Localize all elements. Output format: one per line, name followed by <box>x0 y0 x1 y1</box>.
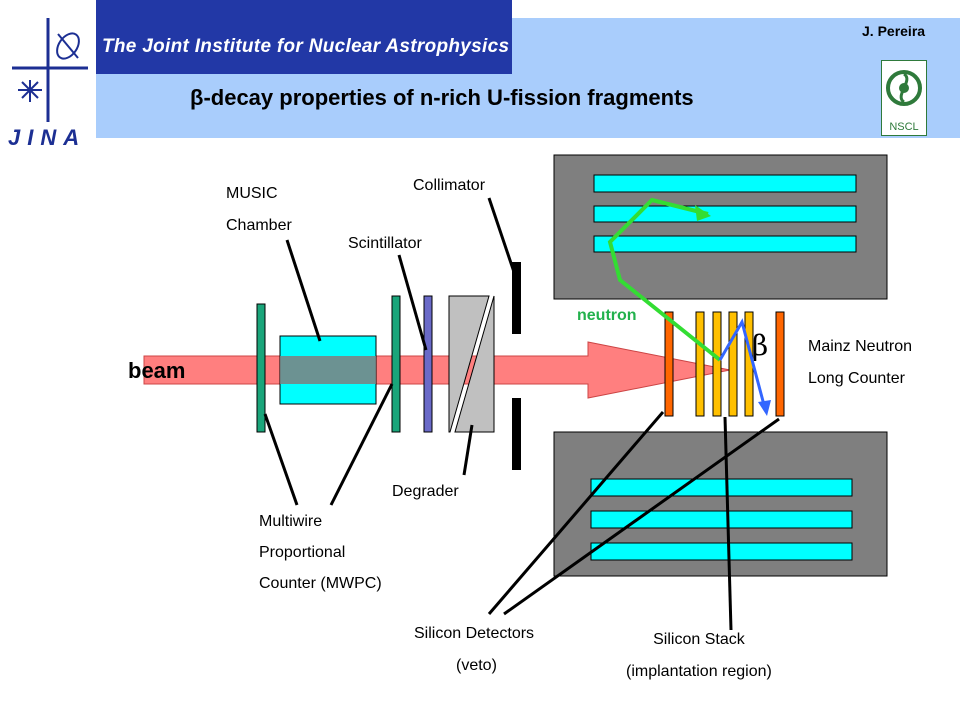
mwpc-label-line3: Counter (MWPC) <box>259 575 382 592</box>
pointer-scintillator <box>397 254 428 351</box>
music-chamber-beam-window <box>280 356 376 384</box>
pointer-music <box>285 239 322 342</box>
beam-arrow <box>143 341 731 399</box>
music-chamber-label: MUSIC Chamber <box>226 178 292 242</box>
he3-tube <box>593 235 857 253</box>
slide-title: β-decay properties of n-rich U-fission f… <box>190 85 694 111</box>
he3-tube <box>593 174 857 193</box>
pointer-mwpc <box>329 383 394 506</box>
silicon-veto-detector <box>775 311 785 417</box>
collimator-upper-jaw <box>512 262 521 334</box>
jina-logo <box>12 18 88 122</box>
music-label-line2: Chamber <box>226 217 292 234</box>
he3-tube <box>590 510 853 529</box>
nscl-logo-text: NSCL <box>889 121 918 133</box>
scintillator-label: Scintillator <box>348 235 422 252</box>
collimator-lower-jaw <box>512 398 521 470</box>
collimator-label: Collimator <box>413 177 486 194</box>
silicon-detectors-line1: Silicon Detectors <box>414 625 535 642</box>
beta-label: β <box>752 329 769 362</box>
institute-banner <box>96 0 512 74</box>
pointer-degrader <box>462 424 474 476</box>
beam-label: beam <box>128 358 186 383</box>
jina-logo-text: JINA <box>8 125 87 150</box>
he3-tube <box>593 205 857 223</box>
mwpc-detector <box>391 295 401 433</box>
silicon-stack-line1: Silicon Stack <box>653 631 745 648</box>
pointer-silicon-veto <box>503 417 780 616</box>
mainz-label-line2: Long Counter <box>808 370 905 387</box>
degrader-label: Degrader <box>392 483 459 500</box>
degrader-wedge <box>448 295 490 433</box>
silicon-stack-detector <box>712 311 722 417</box>
silicon-detectors-label: Silicon Detectors (veto) <box>414 618 534 682</box>
silicon-veto-detector <box>664 311 674 417</box>
beta-track-arrowhead <box>758 400 771 416</box>
beta-track <box>718 318 766 406</box>
scintillator <box>423 295 433 433</box>
mainz-counter-label: Mainz Neutron Long Counter <box>808 331 912 395</box>
silicon-detectors-line2: (veto) <box>456 657 497 674</box>
mainz-label-line1: Mainz Neutron <box>808 338 913 355</box>
title-text: -decay properties of n-rich U-fission fr… <box>203 85 694 110</box>
mwpc-label: Multiwire Proportional Counter (MWPC) <box>259 506 382 599</box>
he3-tube <box>590 478 853 497</box>
mwpc-label-line1: Multiwire <box>259 513 323 530</box>
title-beta-symbol: β <box>190 85 204 110</box>
music-label-line1: MUSIC <box>226 185 278 202</box>
mwpc-label-line2: Proportional <box>259 544 346 561</box>
he3-tube <box>590 542 853 561</box>
nscl-logo: NSCL <box>881 60 927 136</box>
degrader-wedge <box>454 295 495 433</box>
silicon-stack-detector <box>695 311 705 417</box>
pointer-mwpc <box>263 413 299 506</box>
neutron-track <box>607 197 722 362</box>
author-name: J. Pereira <box>862 23 926 39</box>
mwpc-detector <box>256 303 266 433</box>
silicon-stack-line2: (implantation region) <box>626 663 772 680</box>
pointer-collimator <box>487 197 518 279</box>
pointer-silicon-veto <box>487 411 665 615</box>
silicon-stack-detector <box>728 311 738 417</box>
silicon-stack-label: Silicon Stack (implantation region) <box>626 624 772 688</box>
institute-name: The Joint Institute for Nuclear Astrophy… <box>102 36 510 57</box>
neutron-label: neutron <box>577 307 637 324</box>
neutron-track-arrowhead <box>695 205 711 221</box>
pointer-silicon-stack <box>723 416 733 631</box>
